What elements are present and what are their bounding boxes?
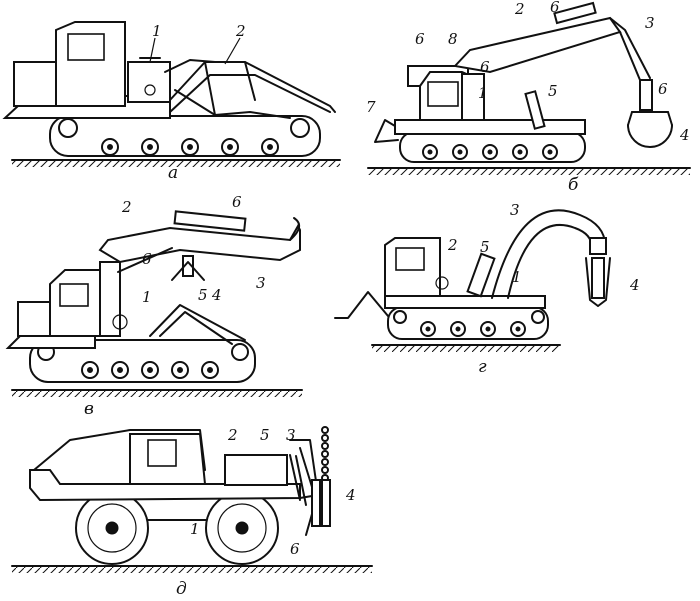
label-g-3: 3 bbox=[510, 201, 520, 219]
label-g-1: 1 bbox=[512, 268, 522, 286]
deck bbox=[394, 119, 586, 135]
figure-a: 1 2 а bbox=[2, 21, 341, 183]
label-v-6-mid: 6 bbox=[142, 250, 152, 268]
label-v-5: 5 bbox=[198, 286, 208, 304]
wheel-rear bbox=[205, 491, 279, 565]
label-b-6-top: 6 bbox=[550, 0, 560, 16]
label-b-8: 8 bbox=[448, 30, 458, 48]
label-b-6-right: 6 bbox=[658, 80, 668, 98]
label-b-6-left: 6 bbox=[415, 30, 425, 48]
stick bbox=[609, 17, 651, 79]
track-rollers bbox=[422, 144, 558, 160]
caption-v: в bbox=[84, 399, 94, 419]
label-b-7: 7 bbox=[366, 98, 376, 116]
track-rollers bbox=[393, 310, 545, 337]
label-a-2: 2 bbox=[235, 22, 246, 40]
label-v-6-top: 6 bbox=[232, 193, 242, 211]
grapple-rotator bbox=[639, 79, 653, 111]
grapple bbox=[585, 257, 611, 307]
wheel-front bbox=[75, 491, 149, 565]
label-b-1: 1 bbox=[478, 84, 488, 102]
engine-hood bbox=[17, 301, 51, 337]
caption-b: б bbox=[568, 175, 579, 195]
label-d-3: 3 bbox=[286, 426, 296, 444]
ground-hatch bbox=[12, 567, 372, 573]
figure-b: 2 6 3 6 8 6 6 1 5 7 4 б bbox=[366, 0, 691, 195]
figure-v: 2 6 6 3 4 1 5 в bbox=[5, 193, 303, 419]
label-d-6: 6 bbox=[290, 540, 300, 558]
arch-boom bbox=[491, 209, 606, 299]
boom bbox=[452, 16, 622, 74]
engine-hood bbox=[13, 61, 57, 107]
caption-a: а bbox=[168, 163, 178, 183]
label-g-4: 4 bbox=[629, 276, 640, 294]
grapple bbox=[171, 261, 205, 281]
label-d-2: 2 bbox=[227, 426, 238, 444]
caption-d: д bbox=[176, 579, 187, 599]
label-v-2: 2 bbox=[121, 198, 132, 216]
winch bbox=[224, 454, 288, 486]
grapple-jaws bbox=[627, 124, 673, 148]
ground-hatch bbox=[12, 391, 302, 397]
label-b-3: 3 bbox=[645, 14, 655, 32]
label-d-1: 1 bbox=[190, 520, 200, 538]
figure-d: 2 5 3 4 1 6 д bbox=[11, 426, 373, 599]
ground-hatch bbox=[368, 169, 690, 175]
track-rollers bbox=[58, 118, 310, 156]
winch-unit bbox=[127, 61, 171, 103]
mast bbox=[99, 261, 121, 337]
label-v-3: 3 bbox=[256, 274, 266, 292]
label-d-4: 4 bbox=[345, 486, 356, 504]
cab-window bbox=[67, 33, 105, 61]
loader-arms bbox=[164, 59, 336, 119]
label-a-1: 1 bbox=[152, 22, 162, 40]
front-blade bbox=[374, 119, 399, 143]
label-v-1: 1 bbox=[142, 288, 152, 306]
label-b-2: 2 bbox=[514, 0, 525, 18]
label-v-4: 4 bbox=[211, 286, 222, 304]
label-b-6-mid: 6 bbox=[480, 58, 490, 76]
ground-hatch bbox=[12, 161, 340, 167]
label-d-5: 5 bbox=[260, 426, 270, 444]
label-g-2: 2 bbox=[447, 236, 458, 254]
caption-g: г bbox=[478, 357, 487, 377]
label-g-5: 5 bbox=[480, 238, 490, 256]
ground-hatch bbox=[372, 346, 560, 352]
figure-g: 3 2 5 1 4 г bbox=[334, 201, 640, 377]
label-b-4: 4 bbox=[679, 126, 690, 144]
boom bbox=[98, 223, 301, 264]
label-b-5: 5 bbox=[548, 82, 558, 100]
